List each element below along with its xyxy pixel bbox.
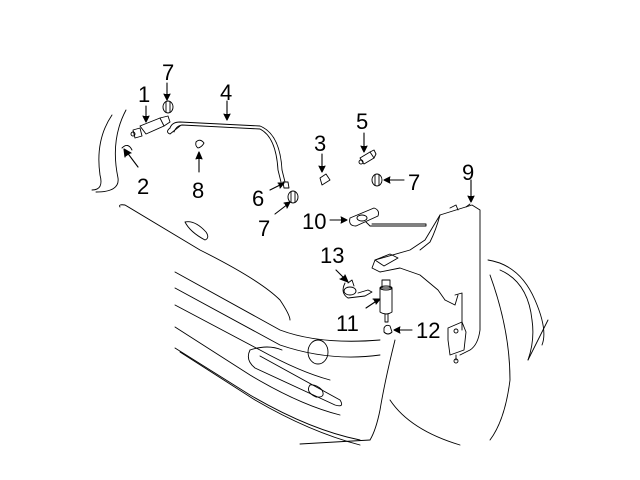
retainer-part	[195, 139, 205, 149]
callout-4: 4	[220, 80, 233, 105]
wheel-arch-outline	[389, 259, 549, 446]
pump-grommet-part	[383, 324, 393, 335]
callout-7c: 7	[408, 170, 421, 195]
leader-arrows	[123, 82, 475, 334]
washer-reservoir-part	[371, 203, 481, 364]
callout-10: 10	[302, 209, 327, 234]
washer-pump-part	[379, 279, 393, 323]
callout-6: 6	[252, 186, 265, 211]
fender-outline	[91, 109, 133, 193]
washer-nozzle-part	[130, 115, 171, 139]
callout-13: 13	[320, 243, 345, 268]
callout-7b: 7	[258, 216, 271, 241]
callout-7a: 7	[162, 60, 175, 85]
callout-12: 12	[416, 318, 441, 343]
callout-3: 3	[314, 131, 327, 156]
clip-part	[319, 173, 331, 186]
callout-5: 5	[356, 109, 369, 134]
callout-1: 1	[138, 82, 151, 107]
check-valve-part	[358, 149, 377, 165]
bumper-outline	[119, 204, 396, 446]
callout-9: 9	[462, 160, 475, 185]
level-sensor-part	[349, 207, 427, 227]
connector-part	[282, 181, 290, 189]
washer-hose-part	[167, 121, 286, 183]
callout-8: 8	[192, 178, 205, 203]
callout-2: 2	[137, 174, 150, 199]
callout-11: 11	[336, 311, 359, 336]
hose-clip-parts	[162, 100, 383, 204]
bracket-part	[342, 279, 373, 299]
